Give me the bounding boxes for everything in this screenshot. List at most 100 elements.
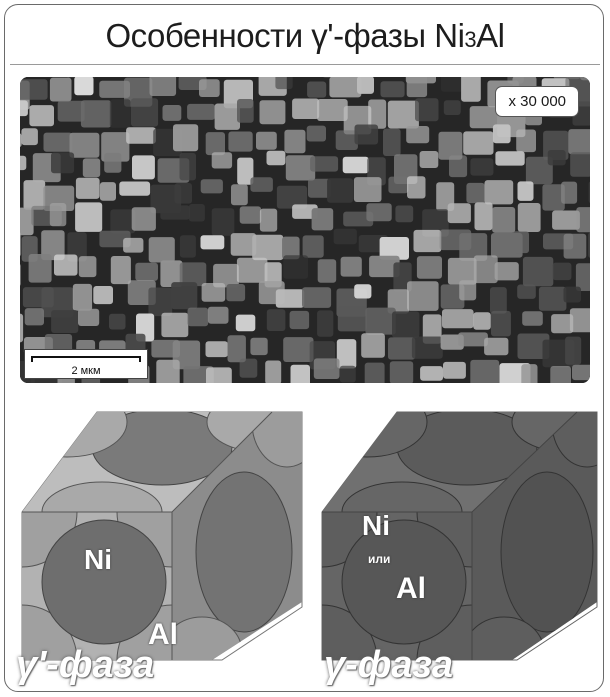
precipitate-particle — [78, 308, 100, 326]
precipitate-particle — [211, 208, 235, 236]
precipitate-particle — [69, 132, 100, 158]
precipitate-particle — [75, 177, 100, 199]
scale-bar-box: 2 мкм — [24, 349, 148, 379]
precipitate-particle — [327, 178, 354, 203]
left-al-label: Al — [148, 618, 178, 651]
precipitate-particle — [275, 289, 305, 308]
precipitate-particle — [20, 232, 22, 257]
precipitate-particle — [109, 99, 131, 128]
precipitate-particle — [173, 124, 199, 152]
precipitate-particle — [290, 364, 310, 383]
precipitate-particle — [342, 156, 369, 174]
precipitate-particle — [160, 205, 190, 220]
precipitate-particle — [542, 184, 565, 211]
precipitate-particle — [250, 337, 268, 356]
precipitate-particle — [149, 77, 177, 96]
precipitate-particle — [361, 333, 385, 358]
precipitate-particle — [256, 131, 277, 150]
precipitate-particle — [420, 366, 443, 381]
precipitate-particle — [20, 313, 24, 343]
precipitate-particle — [387, 289, 409, 314]
precipitate-particle — [588, 181, 590, 204]
unit-cells: Ni Al γ'-фаза Ni или Al γ-фаза — [12, 392, 604, 692]
precipitate-particle — [459, 233, 488, 261]
precipitate-particle — [317, 99, 348, 121]
precipitate-particle — [392, 311, 420, 338]
precipitate-particle — [469, 106, 498, 129]
precipitate-particle — [266, 150, 286, 166]
precipitate-particle — [317, 259, 337, 283]
precipitate-particle — [29, 105, 54, 127]
precipitate-particle — [406, 77, 428, 98]
unit-cell-drawing — [21, 411, 598, 661]
precipitate-particle — [119, 181, 151, 196]
precipitate-particle — [236, 257, 268, 283]
title-subscript: 3 — [464, 27, 477, 52]
micrograph-image — [20, 77, 590, 383]
precipitate-particle — [459, 280, 477, 301]
precipitate-particle — [407, 281, 439, 311]
precipitate-particle — [491, 310, 511, 337]
precipitate-particle — [49, 77, 72, 102]
precipitate-particle — [379, 237, 409, 260]
precipitate-particle — [206, 367, 232, 383]
precipitate-particle — [292, 98, 320, 119]
precipitate-particle — [131, 207, 156, 231]
precipitate-particle — [259, 208, 278, 232]
precipitate-particle — [333, 228, 357, 245]
precipitate-particle — [20, 79, 48, 100]
precipitate-particle — [440, 77, 464, 92]
precipitate-particle — [67, 232, 87, 262]
precipitate-particle — [160, 260, 183, 287]
precipitate-particle — [354, 124, 379, 145]
precipitate-particle — [517, 181, 534, 201]
precipitate-particle — [337, 306, 367, 332]
precipitate-particle — [440, 284, 465, 309]
precipitate-particle — [484, 180, 514, 205]
left-ni-label: Ni — [84, 544, 112, 575]
precipitate-particle — [365, 307, 396, 335]
precipitate-particle — [252, 234, 284, 261]
precipitate-particle — [495, 151, 525, 166]
precipitate-particle — [563, 233, 587, 259]
precipitate-particle — [187, 307, 209, 327]
precipitate-particle — [230, 233, 257, 256]
precipitate-particle — [368, 99, 387, 129]
precipitate-particle — [302, 235, 324, 258]
precipitate-particle — [364, 362, 385, 383]
precipitate-particle — [131, 98, 159, 127]
precipitate-particle — [283, 255, 309, 279]
precipitate-particle — [82, 158, 101, 178]
precipitate-particle — [72, 283, 93, 311]
precipitate-particle — [416, 256, 442, 279]
precipitate-particle — [28, 254, 52, 283]
precipitate-particle — [51, 310, 79, 333]
precipitate-particle — [336, 339, 357, 369]
precipitate-particle — [354, 284, 372, 299]
precipitate-particle — [237, 157, 254, 185]
sem-micrograph: x 30 000 2 мкм — [20, 77, 590, 383]
scale-label: 2 мкм — [71, 365, 101, 377]
precipitate-particle — [49, 203, 67, 227]
precipitate-particle — [547, 150, 566, 166]
precipitate-particle — [239, 206, 262, 224]
precipitate-particle — [551, 314, 574, 334]
precipitate-particle — [99, 230, 131, 248]
precipitate-particle — [335, 130, 358, 150]
precipitate-particle — [110, 256, 131, 285]
precipitate-particle — [20, 207, 34, 236]
precipitate-particle — [148, 237, 175, 263]
precipitate-particle — [473, 255, 498, 284]
precipitate-particle — [109, 313, 126, 330]
precipitate-particle — [20, 133, 22, 148]
precipitate-particle — [443, 361, 466, 379]
precipitate-particle — [156, 359, 180, 383]
precipitate-particle — [161, 312, 189, 338]
precipitate-particle — [563, 286, 581, 303]
precipitate-particle — [440, 334, 464, 350]
precipitate-particle — [407, 176, 426, 199]
precipitate-particle — [422, 314, 442, 344]
precipitate-particle — [565, 336, 582, 365]
precipitate-particle — [188, 204, 205, 222]
precipitate-particle — [443, 100, 461, 115]
